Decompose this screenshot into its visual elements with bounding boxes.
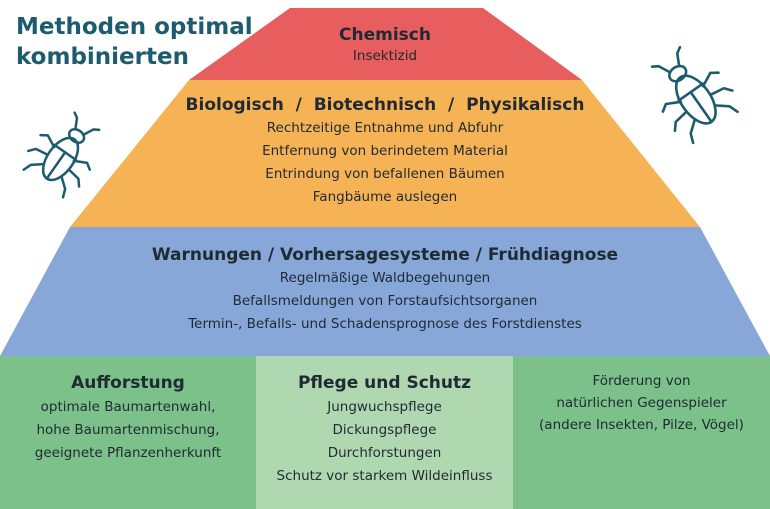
base-middle-item: Durchforstungen: [327, 445, 442, 461]
beetle-icon: [650, 45, 739, 145]
base-left-item: geeignete Pflanzenherkunft: [34, 445, 222, 461]
main-title-line1: Methoden optimal: [16, 14, 253, 40]
base-left-item: optimale Baumartenwahl,: [40, 399, 216, 415]
tier-chemisch-heading: Chemisch: [339, 25, 431, 45]
base-middle-item: Dickungspflege: [332, 422, 437, 438]
beetle-icon: [22, 111, 101, 199]
base-right-item: natürlichen Gegenspieler: [556, 395, 727, 411]
tier-chemisch-shape: [189, 8, 582, 80]
base-left-shape: [0, 356, 256, 509]
base-right-shape: [513, 356, 770, 509]
tier-bio-item: Fangbäume auslegen: [312, 189, 458, 205]
tier-warn-item: Befallsmeldungen von Forstaufsichtsorgan…: [232, 293, 538, 309]
base-right: Förderung von natürlichen Gegenspieler (…: [513, 370, 770, 436]
main-title-line2: kombinierten: [16, 44, 189, 70]
tier-chemisch: Chemisch Insektizid: [285, 24, 485, 66]
tier-bio-shape: [70, 80, 700, 227]
base-left-heading: Aufforstung: [71, 373, 185, 393]
tier-warn-shape: [0, 227, 770, 356]
tier-bio-item: Entfernung von berindetem Material: [262, 143, 508, 159]
base-middle: Pflege und Schutz Jungwuchspflege Dickun…: [256, 370, 513, 488]
base-middle-item: Schutz vor starkem Wildeinfluss: [276, 468, 493, 484]
base-left: Aufforstung optimale Baumartenwahl, hohe…: [0, 370, 256, 465]
tier-warn: Warnungen / Vorhersagesysteme / Frühdiag…: [85, 243, 685, 336]
main-title: Methoden optimal kombinierten: [16, 12, 253, 72]
tier-bio-item: Rechtzeitige Entnahme und Abfuhr: [266, 120, 504, 136]
tier-chemisch-item: Insektizid: [352, 48, 418, 64]
tier-bio-heading: Biologisch / Biotechnisch / Physikalisch: [185, 95, 585, 115]
base-middle-item: Jungwuchspflege: [327, 399, 442, 415]
base-right-item: Förderung von: [592, 373, 691, 389]
tier-warn-heading: Warnungen / Vorhersagesysteme / Frühdiag…: [151, 245, 619, 265]
tier-bio: Biologisch / Biotechnisch / Physikalisch…: [185, 93, 585, 209]
tier-bio-item: Entrindung von befallenen Bäumen: [265, 166, 505, 182]
base-middle-shape: [256, 356, 513, 509]
tier-warn-item: Termin-, Befalls- und Schadensprognose d…: [188, 316, 582, 332]
base-left-item: hohe Baumartenmischung,: [36, 422, 220, 438]
tier-warn-item: Regelmäßige Waldbegehungen: [279, 270, 491, 286]
base-middle-heading: Pflege und Schutz: [297, 373, 472, 393]
base-right-item: (andere Insekten, Pilze, Vögel): [539, 417, 744, 433]
